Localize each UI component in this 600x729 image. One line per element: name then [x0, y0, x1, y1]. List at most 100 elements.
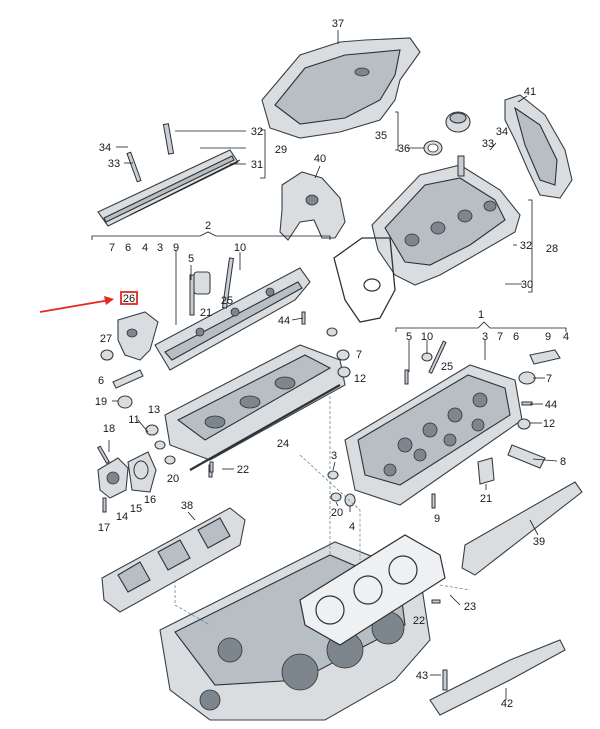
gasket-21-right [477, 457, 495, 485]
head-gasket [299, 534, 446, 646]
label-34b: 34 [496, 126, 508, 138]
label-37: 37 [332, 18, 344, 30]
label-32: 32 [251, 126, 263, 138]
upper-oil-pan [261, 37, 421, 139]
label-21b: 21 [480, 493, 492, 505]
label-33b: 33 [482, 138, 494, 150]
label-34: 34 [99, 142, 111, 154]
label-38: 38 [181, 500, 193, 512]
oil-check-valve [193, 271, 211, 295]
label-4b: 4 [563, 331, 569, 343]
cover-gasket [333, 237, 396, 323]
label-9c: 9 [434, 513, 440, 525]
label-36: 36 [398, 143, 410, 155]
plug-19 [117, 395, 133, 409]
label-25b: 25 [441, 361, 453, 373]
brace-1 [395, 321, 567, 332]
cover-strip-right [461, 481, 583, 576]
label-7b: 7 [497, 331, 503, 343]
label-10a: 10 [234, 242, 246, 254]
label-22b: 22 [413, 615, 425, 627]
label-1: 1 [478, 309, 484, 321]
part-26-highlight-box [120, 291, 138, 305]
label-4c: 4 [349, 521, 355, 533]
label-11: 11 [128, 414, 139, 426]
oil-filler-cap [423, 111, 471, 156]
lower-guide-rail [429, 639, 566, 716]
label-16: 16 [144, 494, 156, 506]
tube-9-right [529, 349, 561, 365]
seal-ring [363, 278, 381, 292]
label-3b: 3 [482, 331, 488, 343]
label-13: 13 [148, 404, 160, 416]
label-18: 18 [103, 423, 115, 435]
brace-2 [91, 231, 331, 240]
label-7c: 7 [546, 373, 552, 385]
label-22a: 22 [237, 464, 249, 476]
bolt-25-right [428, 340, 447, 374]
seal-7-right [518, 371, 536, 385]
label-14: 14 [116, 511, 128, 523]
label-6c: 6 [513, 331, 519, 343]
label-9a: 9 [173, 242, 179, 254]
label-20a: 20 [167, 473, 179, 485]
brace-28 [528, 199, 533, 293]
label-41: 41 [524, 86, 536, 98]
part-number-labels: 37 41 32 29 31 34 33 40 35 36 33 34 2 7 … [95, 18, 569, 710]
label-15: 15 [130, 503, 142, 515]
label-7-left: 7 [356, 349, 362, 361]
label-9b: 9 [545, 331, 551, 343]
chain-guide-cover [504, 94, 573, 199]
label-3c: 3 [331, 450, 337, 462]
label-3a: 3 [157, 242, 163, 254]
engine-mount-bracket [279, 171, 346, 241]
label-12a: 12 [354, 373, 366, 385]
label-23: 23 [464, 601, 476, 613]
label-42: 42 [501, 698, 513, 710]
label-5b: 5 [406, 331, 412, 343]
label-44b: 44 [545, 399, 557, 411]
label-44a: 44 [278, 315, 290, 327]
label-39: 39 [533, 536, 545, 548]
left-camshaft-housing [154, 257, 311, 371]
label-21a: 21 [200, 307, 212, 319]
plug-27 [100, 349, 114, 361]
brace-29 [260, 129, 266, 179]
label-10b: 10 [421, 331, 433, 343]
bolt-43 [442, 669, 448, 691]
seal-12-left [337, 366, 351, 378]
red-indicator-arrow [39, 296, 114, 313]
label-27: 27 [100, 333, 112, 345]
label-30: 30 [521, 279, 533, 291]
right-cylinder-head [344, 364, 523, 506]
label-5a: 5 [188, 253, 194, 265]
label-20b: 20 [331, 507, 343, 519]
label-43: 43 [416, 670, 428, 682]
left-cylinder-head [164, 344, 346, 471]
coolant-housing [96, 445, 157, 513]
label-35: 35 [375, 130, 387, 142]
bolt-5-right [404, 369, 409, 385]
label-32b: 32 [520, 240, 532, 252]
label-29: 29 [275, 144, 287, 156]
label-28: 28 [546, 243, 558, 255]
label-31: 31 [251, 159, 263, 171]
label-12b: 12 [543, 418, 555, 430]
label-19: 19 [95, 396, 107, 408]
chain-tensioner-bracket [117, 311, 159, 361]
bolt-9-right [431, 493, 436, 509]
label-17: 17 [98, 522, 110, 534]
label-7a: 7 [109, 242, 115, 254]
manifold-plate [101, 507, 246, 613]
label-6b: 6 [98, 375, 104, 387]
label-8: 8 [560, 456, 566, 468]
right-cylinder-head-cover [371, 155, 521, 286]
leader-lines [108, 30, 558, 700]
tensioner-rail [112, 369, 144, 389]
label-2: 2 [205, 220, 211, 232]
cap-4-left [326, 327, 338, 337]
label-26: 26 [123, 293, 135, 305]
label-33: 33 [108, 158, 120, 170]
label-4a: 4 [142, 242, 148, 254]
